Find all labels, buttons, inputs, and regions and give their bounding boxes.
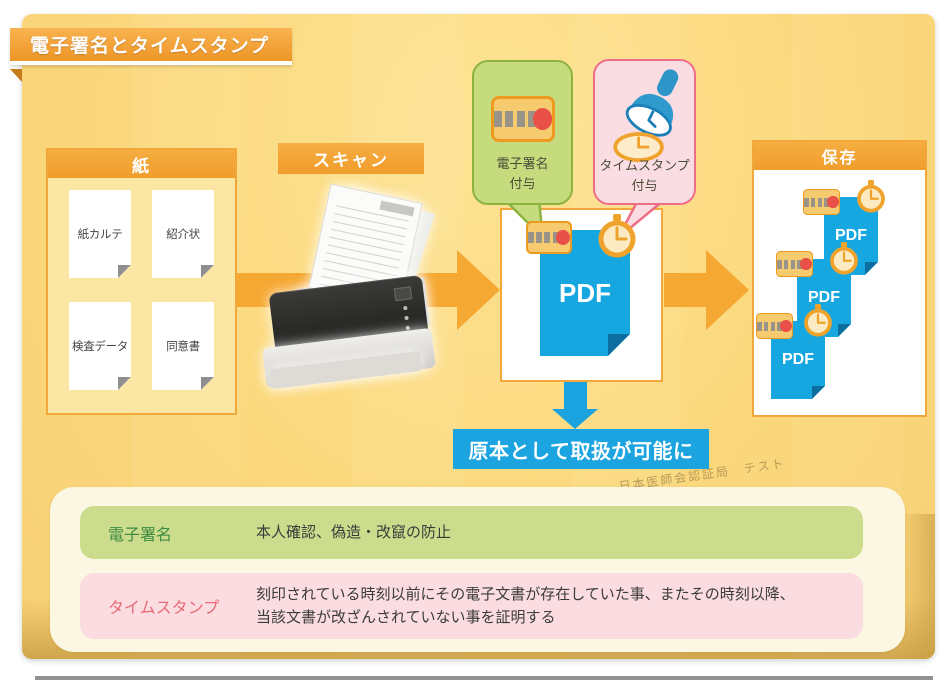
legend-row-esignature: 電子署名 本人確認、偽造・改竄の防止	[80, 506, 863, 559]
arrow-head	[706, 250, 749, 330]
original-banner: 原本として取扱が可能に	[453, 429, 709, 469]
save-box-header: 保存	[754, 142, 925, 170]
pdf-label: PDF	[559, 277, 611, 308]
callout-line1: タイムスタンプ	[599, 158, 690, 173]
pdf-label: PDF	[808, 289, 840, 306]
signature-token-icon	[756, 313, 793, 340]
original-banner-text: 原本として取扱が可能に	[468, 440, 694, 463]
scan-label: スキャン	[278, 143, 424, 174]
scanner-button	[404, 315, 409, 321]
paper-card-label: 紹介状	[166, 229, 200, 241]
esignature-callout: 電子署名 付与	[472, 60, 573, 205]
paper-box: 紙 紙カルテ 紹介状 検査データ 同意書	[46, 148, 237, 415]
bottom-divider	[35, 676, 933, 680]
timestamp-callout-text: タイムスタンプ 付与	[595, 156, 694, 195]
callout-line2: 付与	[509, 175, 536, 191]
paper-card: 検査データ	[69, 302, 131, 390]
paper-box-title: 紙	[132, 156, 151, 176]
callout-line2: 付与	[631, 177, 658, 193]
paper-card: 同意書	[152, 302, 214, 390]
stamp-icon	[613, 69, 679, 162]
timestamp-callout: タイムスタンプ 付与	[593, 59, 696, 205]
paper-card: 紹介状	[152, 190, 214, 278]
save-box-title: 保存	[821, 150, 858, 167]
pdf-label: PDF	[835, 227, 867, 244]
scan-label-text: スキャン	[313, 151, 389, 170]
callout-line1: 電子署名	[496, 156, 549, 171]
scanner-image	[260, 183, 442, 390]
scanner-display	[393, 286, 413, 302]
pdf-label: PDF	[782, 351, 814, 368]
legend-row-timestamp: タイムスタンプ 刻印されている時刻以前にその電子文書が存在していた事、またその時…	[80, 573, 863, 639]
signature-token-icon	[491, 96, 556, 143]
clock-icon	[857, 180, 885, 213]
legend-desc-timestamp: 刻印されている時刻以前にその電子文書が存在していた事、またその時刻以降、 当該文…	[256, 585, 795, 626]
clock-icon	[804, 304, 832, 337]
legend-term-esignature: 電子署名	[108, 526, 173, 544]
arrow-body	[564, 381, 587, 409]
paper-card: 紙カルテ	[69, 190, 131, 278]
arrow-head	[552, 409, 598, 429]
legend-box: 電子署名 本人確認、偽造・改竄の防止 タイムスタンプ 刻印されている時刻以前にそ…	[50, 487, 905, 652]
ribbon-fold	[10, 69, 22, 82]
esignature-callout-text: 電子署名 付与	[474, 154, 571, 193]
legend-term-timestamp: タイムスタンプ	[108, 600, 220, 617]
signature-token-icon	[776, 251, 813, 278]
scanner-button	[403, 305, 408, 311]
paper-card-label: 検査データ	[72, 341, 128, 353]
page-title: 電子署名とタイムスタンプ	[30, 36, 270, 57]
arrow-body	[664, 273, 708, 307]
paper-card-label: 同意書	[166, 341, 200, 353]
signature-token-icon	[526, 221, 572, 254]
paper-box-header: 紙	[48, 150, 235, 178]
arrow-head	[457, 250, 500, 330]
paper-card-label: 紙カルテ	[77, 229, 123, 241]
clock-icon	[598, 214, 636, 258]
clock-icon	[830, 242, 858, 275]
legend-desc-esignature: 本人確認、偽造・改竄の防止	[256, 523, 452, 541]
signature-token-icon	[803, 189, 840, 216]
title-ribbon: 電子署名とタイムスタンプ	[10, 28, 292, 65]
